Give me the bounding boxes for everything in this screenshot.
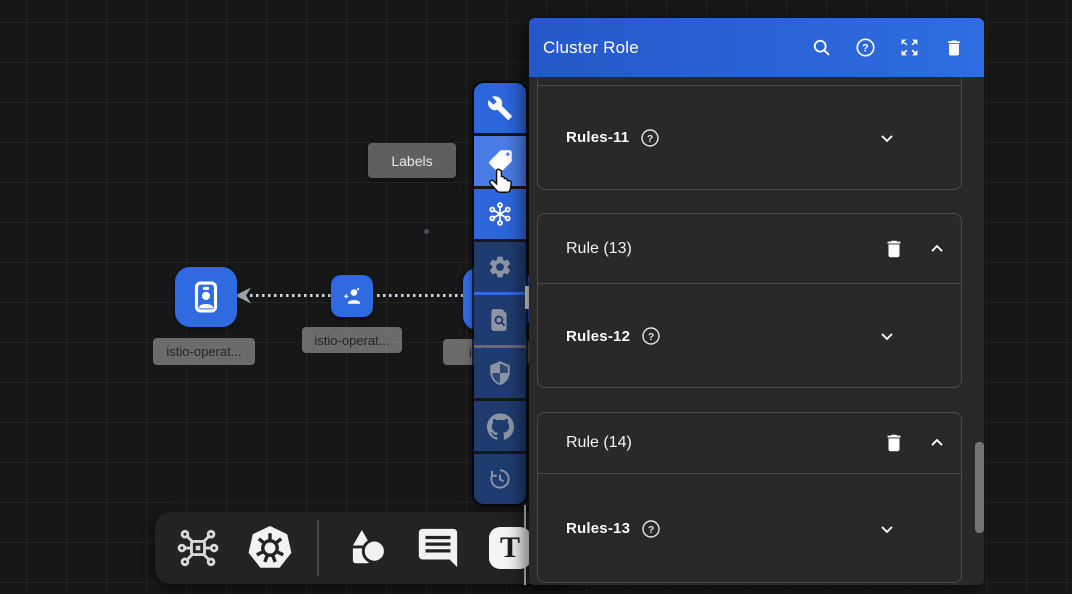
dock-text-button[interactable]: T bbox=[485, 523, 535, 573]
canvas-dot bbox=[424, 229, 429, 234]
panel-delete-button[interactable] bbox=[943, 37, 964, 58]
side-toolbar bbox=[474, 83, 526, 504]
rule-header-title: Rule (13) bbox=[566, 239, 632, 257]
rule-14-card: Rule (14) Rules-13 ? bbox=[537, 412, 962, 583]
chevron-down-icon[interactable] bbox=[877, 128, 897, 148]
dock-comment-button[interactable] bbox=[413, 523, 463, 573]
hidden-node-sliver bbox=[525, 286, 529, 309]
field-help-icon[interactable]: ? bbox=[640, 128, 660, 148]
search-button[interactable] bbox=[811, 37, 832, 58]
rule-13-header[interactable]: Rule (13) bbox=[538, 214, 961, 284]
node-service-account[interactable] bbox=[331, 275, 373, 317]
github-tool-button[interactable] bbox=[474, 401, 526, 451]
gear-icon bbox=[489, 256, 511, 278]
kubernetes-icon bbox=[248, 526, 292, 568]
history-tool-button[interactable] bbox=[474, 454, 526, 504]
search-icon bbox=[813, 39, 830, 56]
node-label-text: istio-operat... bbox=[166, 344, 242, 359]
settings-tool-button[interactable] bbox=[474, 242, 526, 292]
rules-11-row[interactable]: Rules-11 ? bbox=[538, 86, 961, 189]
panel-scrollbar-thumb[interactable] bbox=[975, 442, 984, 533]
doc-search-tool-button[interactable] bbox=[474, 295, 526, 345]
wrench-tool-button[interactable] bbox=[474, 83, 526, 133]
field-label: Rules-13 bbox=[566, 520, 631, 537]
rules-12-row[interactable]: Rules-12 ? bbox=[538, 284, 961, 388]
labels-tooltip-text: Labels bbox=[391, 152, 433, 169]
edge-node2-to-node1[interactable] bbox=[250, 294, 331, 297]
chevron-up-icon[interactable] bbox=[927, 433, 947, 453]
edge-highlight-sliver bbox=[524, 505, 526, 585]
node-cluster-role[interactable] bbox=[175, 267, 237, 327]
node-label: istio-operat... bbox=[302, 327, 402, 353]
trash-icon bbox=[947, 40, 960, 55]
github-icon bbox=[486, 412, 514, 440]
id-badge-icon bbox=[194, 281, 218, 313]
node-label: istio-operat... bbox=[153, 338, 255, 365]
rule-delete-button[interactable] bbox=[883, 238, 905, 260]
document-search-icon bbox=[491, 309, 507, 331]
freeze-tool-button[interactable] bbox=[474, 189, 526, 239]
rule-header-title: Rule (14) bbox=[566, 434, 632, 451]
help-glyph: ? bbox=[647, 133, 653, 144]
chevron-down-icon[interactable] bbox=[877, 519, 897, 539]
rule-14-header[interactable]: Rule (14) bbox=[538, 413, 961, 474]
rule-delete-button[interactable] bbox=[883, 432, 905, 454]
node-label-text: istio-operat... bbox=[314, 332, 390, 348]
rule-13-card: Rule (13) Rules-12 ? bbox=[537, 213, 962, 388]
help-icon: ? bbox=[856, 38, 875, 57]
comment-icon bbox=[418, 528, 458, 568]
dock-circuit-button[interactable] bbox=[173, 523, 223, 573]
hub-snowflake-icon bbox=[489, 202, 511, 226]
dock-divider bbox=[317, 520, 319, 576]
bottom-dock: T bbox=[155, 512, 575, 584]
history-clock-icon bbox=[490, 469, 510, 489]
text-tool-glyph: T bbox=[499, 531, 520, 564]
help-glyph: ? bbox=[648, 332, 654, 343]
expand-icon bbox=[901, 39, 918, 56]
help-glyph: ? bbox=[648, 524, 654, 535]
shapes-icon bbox=[347, 524, 387, 567]
shield-tool-button[interactable] bbox=[474, 348, 526, 398]
wrench-icon bbox=[488, 96, 512, 120]
chevron-down-icon[interactable] bbox=[877, 326, 897, 346]
card-divider bbox=[538, 77, 961, 86]
field-label: Rules-11 bbox=[566, 129, 630, 146]
tag-icon bbox=[488, 149, 512, 173]
field-help-icon[interactable]: ? bbox=[641, 519, 661, 539]
dock-kubernetes-button[interactable] bbox=[245, 523, 295, 573]
edge-arrowhead-icon bbox=[235, 287, 251, 304]
shield-icon bbox=[490, 361, 510, 385]
field-label: Rules-12 bbox=[566, 327, 631, 345]
rules-13-row[interactable]: Rules-13 ? bbox=[538, 474, 961, 583]
rule-card-partial: Rules-11 ? bbox=[537, 77, 962, 190]
expand-button[interactable] bbox=[899, 37, 920, 58]
panel-title: Cluster Role bbox=[543, 37, 639, 57]
help-glyph: ? bbox=[862, 42, 869, 54]
hand-cursor-icon bbox=[489, 168, 512, 193]
service-account-icon bbox=[343, 288, 361, 304]
field-help-icon[interactable]: ? bbox=[641, 326, 661, 346]
chevron-up-icon[interactable] bbox=[927, 239, 947, 259]
dock-shapes-button[interactable] bbox=[341, 523, 391, 573]
circuit-icon bbox=[177, 529, 219, 567]
help-button[interactable]: ? bbox=[855, 37, 876, 58]
cluster-role-panel: Cluster Role ? bbox=[529, 18, 984, 585]
edge-node2-to-node3[interactable] bbox=[377, 294, 469, 297]
labels-tooltip: Labels bbox=[368, 143, 456, 178]
panel-header: Cluster Role ? bbox=[529, 18, 984, 77]
